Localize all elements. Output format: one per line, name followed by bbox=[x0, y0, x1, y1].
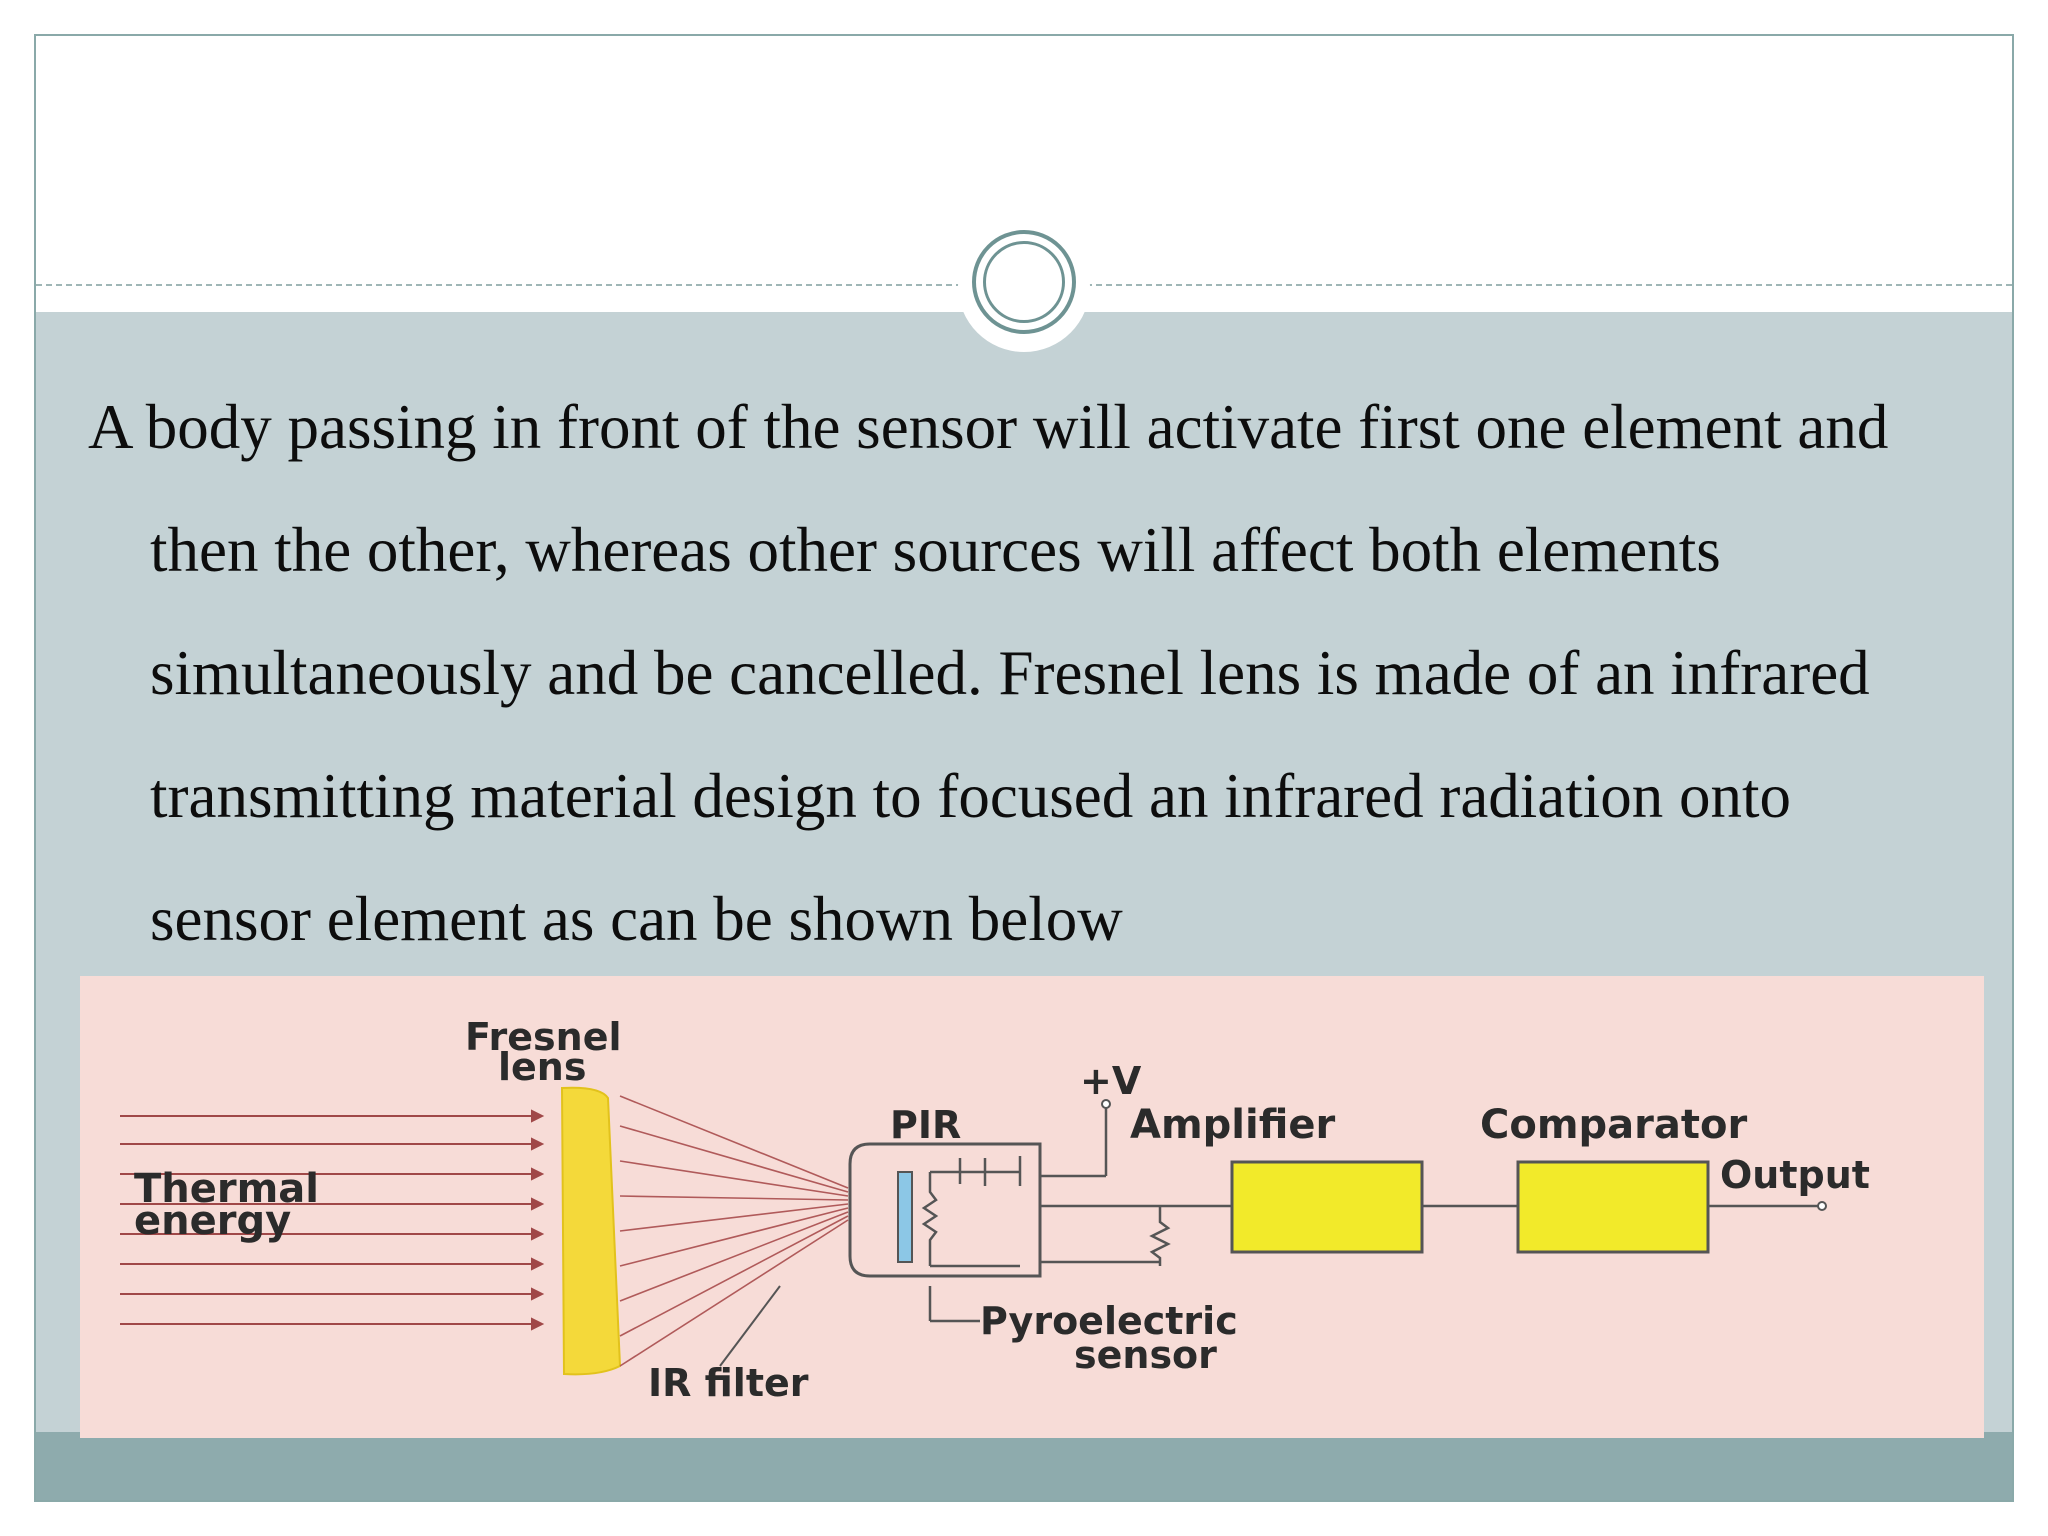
pir-sensor-diagram: Fresnel lens Thermal energy +V PIR Ampli… bbox=[80, 976, 1984, 1438]
label-thermal-line1: Thermal bbox=[134, 1166, 319, 1212]
label-pyro-line2: sensor bbox=[1074, 1333, 1217, 1377]
label-comparator: Comparator bbox=[1480, 1102, 1747, 1148]
label-pir: PIR bbox=[890, 1103, 961, 1147]
label-ir-filter: IR filter bbox=[648, 1361, 809, 1405]
body-paragraph: A body passing in front of the sensor wi… bbox=[88, 392, 1889, 954]
label-fresnel-line1: Fresnel bbox=[465, 1015, 622, 1059]
circuit-wiring bbox=[1040, 1106, 1820, 1266]
ir-filter-pointer bbox=[719, 1285, 781, 1367]
focused-rays bbox=[619, 1095, 849, 1367]
label-pyro-line1: Pyroelectric bbox=[980, 1299, 1238, 1343]
supply-terminal bbox=[1101, 1099, 1111, 1109]
pir-housing bbox=[848, 1142, 1042, 1278]
amplifier-box bbox=[1230, 1160, 1424, 1254]
slide-footer-band bbox=[36, 1432, 2012, 1500]
label-amplifier: Amplifier bbox=[1130, 1102, 1335, 1148]
output-terminal bbox=[1817, 1201, 1827, 1211]
comparator-box bbox=[1516, 1160, 1710, 1254]
slide-body-text: A body passing in front of the sensor wi… bbox=[88, 366, 1948, 981]
circle-inner bbox=[983, 241, 1065, 323]
fresnel-lens bbox=[560, 1086, 622, 1376]
label-output: Output bbox=[1720, 1153, 1870, 1197]
label-plus-v: +V bbox=[1080, 1059, 1142, 1103]
label-fresnel-line2: lens bbox=[498, 1045, 586, 1089]
pir-filter-element bbox=[897, 1171, 913, 1263]
slide-frame bbox=[34, 34, 2014, 1502]
pir-internal-circuit bbox=[921, 1156, 1022, 1323]
thermal-energy-rays bbox=[120, 1109, 545, 1331]
label-thermal-line2: energy bbox=[134, 1198, 291, 1244]
